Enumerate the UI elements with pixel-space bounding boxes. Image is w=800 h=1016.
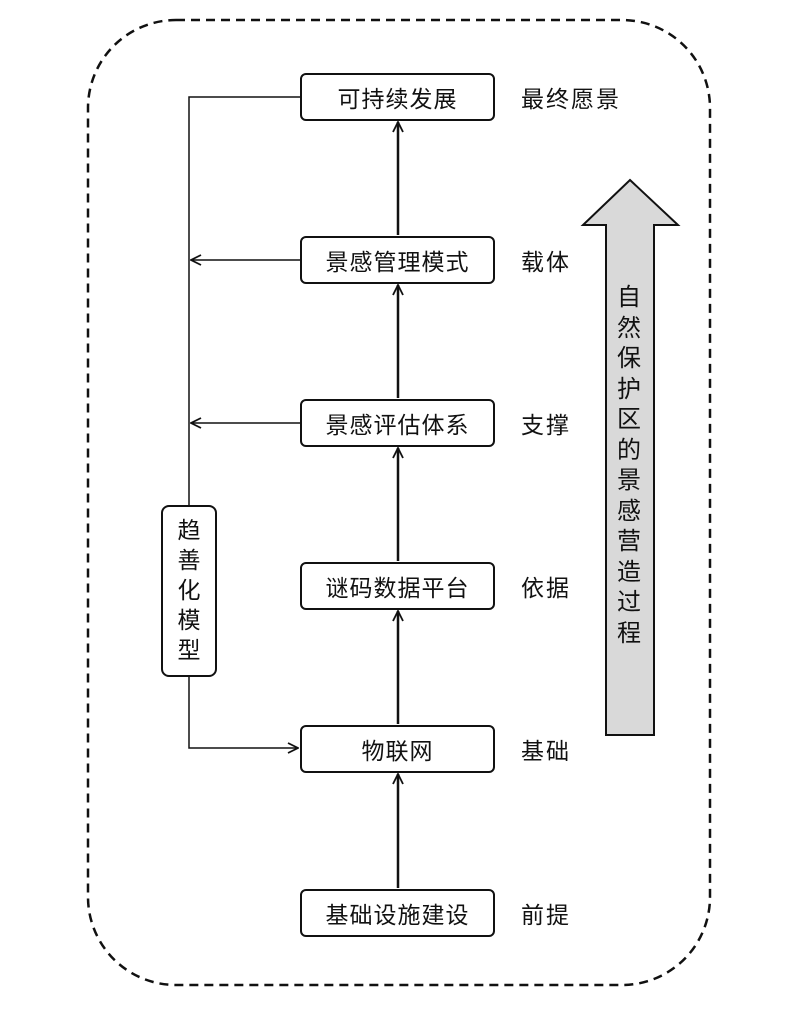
model-box: 趋善化模型 [161,505,217,677]
vertical-char: 造 [617,557,641,586]
stage-label: 景感管理模式 [325,250,470,276]
role-label-support: 支撑 [521,413,571,439]
stage-box-data-platform: 谜码数据平台 [300,562,495,610]
process-arrow-label: 自然保护区的景感营造过程 [606,282,652,648]
vertical-char: 自 [617,283,641,311]
vertical-char: 模 [177,608,201,634]
vertical-char: 化 [177,578,201,604]
stage-box-infrastructure: 基础设施建设 [300,889,495,937]
vertical-char: 区 [617,405,641,433]
vertical-char: 保 [617,344,641,372]
vertical-char: 景 [617,466,641,494]
vertical-char: 善 [177,548,201,574]
process-arrow [580,178,681,736]
stage-label: 谜码数据平台 [325,576,470,602]
vertical-char: 程 [617,618,641,647]
vertical-char: 然 [617,313,641,342]
stage-label: 物联网 [361,739,434,765]
stage-box-management-mode: 景感管理模式 [300,236,495,284]
vertical-char: 型 [177,638,201,664]
role-label-premise: 前提 [521,903,571,929]
dashed-frame [86,18,712,987]
stage-box-evaluation-system: 景感评估体系 [300,399,495,447]
stage-label: 可持续发展 [337,87,458,113]
stage-box-sustainable-development: 可持续发展 [300,73,495,121]
vertical-char: 护 [617,374,641,403]
vertical-char: 过 [617,588,641,616]
vertical-char: 趋 [177,518,201,544]
connector-sustainability-to-model [188,96,300,505]
vertical-char: 的 [617,435,641,464]
role-label-foundation: 基础 [521,739,571,765]
vertical-char: 感 [617,496,641,525]
stage-box-iot: 物联网 [300,725,495,773]
stage-label: 景感评估体系 [325,413,470,439]
stage-label: 基础设施建设 [325,903,470,929]
role-label-basis: 依据 [521,576,571,602]
role-label-final-vision: 最终愿景 [521,87,621,113]
vertical-char: 营 [617,527,641,555]
arrow-model-to-iot [188,677,298,748]
role-label-carrier: 载体 [521,250,571,276]
